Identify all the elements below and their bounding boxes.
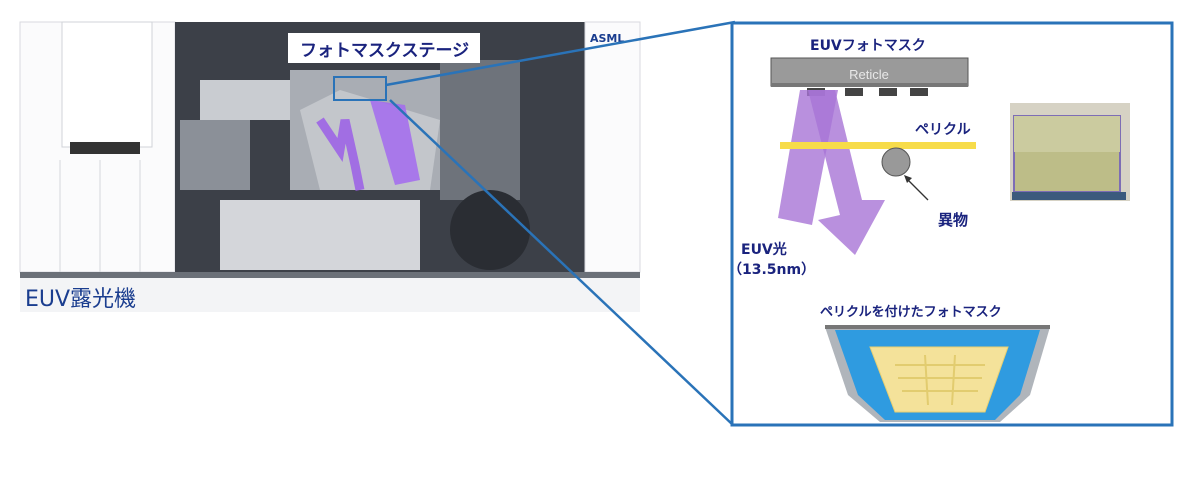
pellicle-photo (1010, 103, 1130, 201)
zoom-line-top (385, 20, 736, 87)
asml-logo: ASML (590, 32, 624, 45)
zoom-line-bottom (389, 99, 734, 426)
particle-label: 異物 (938, 211, 968, 229)
stage-highlight (333, 76, 387, 101)
euv-machine-photo: ASML (19, 21, 641, 312)
mounted-photomask (825, 325, 1050, 422)
stage-label-box (288, 33, 480, 63)
pellicle-line (780, 142, 976, 149)
mounted-title: ペリクルを付けたフォトマスク (820, 304, 1002, 320)
particle-arrow (905, 177, 929, 201)
wavelength-label: （13.5nm） (728, 262, 815, 278)
particle (881, 147, 911, 177)
reticle-label: Reticle (849, 67, 889, 82)
photomask-title: EUVフォトマスク (810, 38, 926, 54)
pellicle-label: ペリクル (915, 122, 971, 138)
light-label: EUV光 (741, 241, 787, 258)
machine-caption: EUV露光機 (25, 287, 136, 312)
reflected-beam (808, 90, 885, 255)
stage-label: フォトマスクステージ (300, 41, 469, 61)
